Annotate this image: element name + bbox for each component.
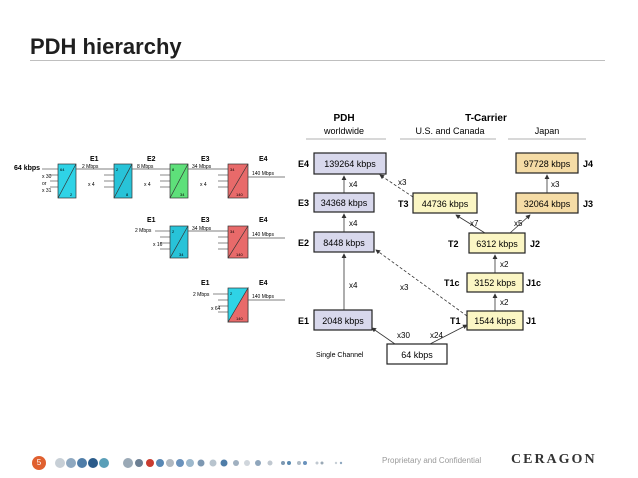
row1-level-e1: E1: [90, 156, 99, 163]
mult-e2-e3: x4: [349, 219, 358, 228]
or-label: or: [42, 181, 47, 187]
jp-j4-level: J4: [583, 159, 593, 169]
row2-rate3: 140 Mbps: [252, 232, 274, 238]
mult-x3-t1-e2: x3: [400, 283, 409, 292]
row3-box-in: 2: [230, 291, 233, 296]
footer-decoration: [55, 458, 343, 468]
row1-rate3: 34 Mbps: [192, 164, 212, 170]
footer-confidential: Proprietary and Confidential: [382, 456, 482, 465]
single-channel-label: Single Channel: [316, 352, 364, 359]
row1-rate2: 8 Mbps: [137, 164, 154, 170]
pdh-e1-level: E1: [298, 316, 309, 326]
japan-header: Japan: [535, 126, 560, 136]
jp-j3-rate: 32064 kbps: [524, 199, 571, 209]
row3-rate1: 2 Mbps: [193, 292, 210, 298]
row1-level-e4: E4: [259, 156, 268, 163]
mult-x30: x30: [397, 331, 410, 340]
row2-rate2: 34 Mbps: [192, 226, 212, 232]
japan-column: 97728 kbps J4 32064 kbps J3 J2 J1c J1: [515, 152, 593, 326]
us-t3-rate: 44736 kbps: [422, 199, 469, 209]
pdh-e4-level: E4: [298, 159, 309, 169]
mult-x31: x 31: [42, 188, 52, 194]
mult-x2-t1: x2: [500, 298, 509, 307]
row2-rate1: 2 Mbps: [135, 228, 152, 234]
mult-x24: x24: [430, 331, 443, 340]
left-mux-diagram: 64 kbps x 30 or x 31 E1 E2 E3 E4 64 2 2 …: [14, 156, 285, 323]
pdh-e1-rate: 2048 kbps: [322, 316, 364, 326]
row2-box2-out: 140: [236, 252, 243, 257]
pdh-e2-rate: 8448 kbps: [323, 238, 365, 248]
row1-box3-out: 34: [180, 192, 185, 197]
us-t1c-level: T1c: [444, 278, 460, 288]
tcarrier-header: T-Carrier: [465, 113, 507, 124]
mult-x7: x7: [470, 219, 479, 228]
row1-rate1: 2 Mbps: [82, 164, 99, 170]
page-number: 5: [32, 456, 46, 470]
row2-level-e4: E4: [259, 217, 268, 224]
row1-box2-in: 2: [116, 167, 119, 172]
row2-level-e1: E1: [147, 217, 156, 224]
row2-level-e3: E3: [201, 217, 210, 224]
jp-j3-level: J3: [583, 199, 593, 209]
input-rate-label: 64 kbps: [14, 165, 40, 172]
pdh-header: PDH: [333, 113, 354, 124]
row1-mult1: x 4: [88, 182, 95, 188]
us-t3-level: T3: [398, 199, 409, 209]
us-t2-rate: 6312 kbps: [476, 239, 518, 249]
row1-box2-out: 8: [126, 192, 129, 197]
row1-level-e2: E2: [147, 156, 156, 163]
row2-box2-in: 34: [230, 229, 235, 234]
pdh-e2-level: E2: [298, 238, 309, 248]
slide-title: PDH hierarchy: [30, 34, 182, 59]
mult-x2-t1c: x2: [500, 260, 509, 269]
row1-rate4: 140 Mbps: [252, 171, 274, 177]
row2-box1-in: 2: [172, 229, 175, 234]
mult-x3-j3-j4: x3: [551, 180, 560, 189]
us-column: 44736 kbps T3 6312 kbps T2 3152 kbps T1c…: [398, 192, 526, 331]
us-t1c-rate: 3152 kbps: [474, 278, 516, 288]
mult-x5: x5: [514, 219, 523, 228]
ceragon-logo: CERAGON: [511, 452, 597, 467]
row1-box4-in: 34: [230, 167, 235, 172]
row2-box1-out: 34: [179, 252, 184, 257]
jp-j2-level: J2: [530, 239, 540, 249]
row3-level-e4: E4: [259, 280, 268, 287]
jp-j1-level: J1: [526, 316, 536, 326]
mult-x30: x 30: [42, 174, 52, 180]
jp-j1c-level: J1c: [526, 278, 541, 288]
title-divider: [30, 60, 605, 61]
row1-box1-in: 64: [60, 167, 65, 172]
pdh-e3-rate: 34368 kbps: [321, 198, 368, 208]
pdh-column: 139264 kbps E4 34368 kbps E3 8448 kbps E…: [298, 152, 387, 331]
row2-mult: x 16: [153, 242, 163, 248]
mult-e1-e2: x4: [349, 281, 358, 290]
us-t1-level: T1: [450, 316, 461, 326]
us-t1-rate: 1544 kbps: [474, 316, 516, 326]
hierarchy-diagram: PDH worldwide T-Carrier U.S. and Canada …: [298, 113, 593, 365]
pdh-e3-level: E3: [298, 198, 309, 208]
row3-level-e1: E1: [201, 280, 210, 287]
row1-mult3: x 4: [200, 182, 207, 188]
row1-level-e3: E3: [201, 156, 210, 163]
row1-box1-out: 2: [70, 192, 73, 197]
row3-rate2: 140 Mbps: [252, 294, 274, 300]
row3-box-out: 140: [236, 316, 243, 321]
row3-mult: x 64: [211, 306, 221, 312]
us-t2-level: T2: [448, 239, 459, 249]
us-canada-header: U.S. and Canada: [415, 126, 484, 136]
row1-box3-in: 8: [172, 167, 175, 172]
pdh-subheader: worldwide: [323, 126, 364, 136]
mult-x3-t3-e4: x3: [398, 178, 407, 187]
mult-e3-e4: x4: [349, 180, 358, 189]
jp-j4-rate: 97728 kbps: [524, 159, 571, 169]
row1-mult2: x 4: [144, 182, 151, 188]
base-rate: 64 kbps: [401, 350, 433, 360]
pdh-e4-rate: 139264 kbps: [324, 159, 376, 169]
row1-box4-out: 140: [236, 192, 243, 197]
